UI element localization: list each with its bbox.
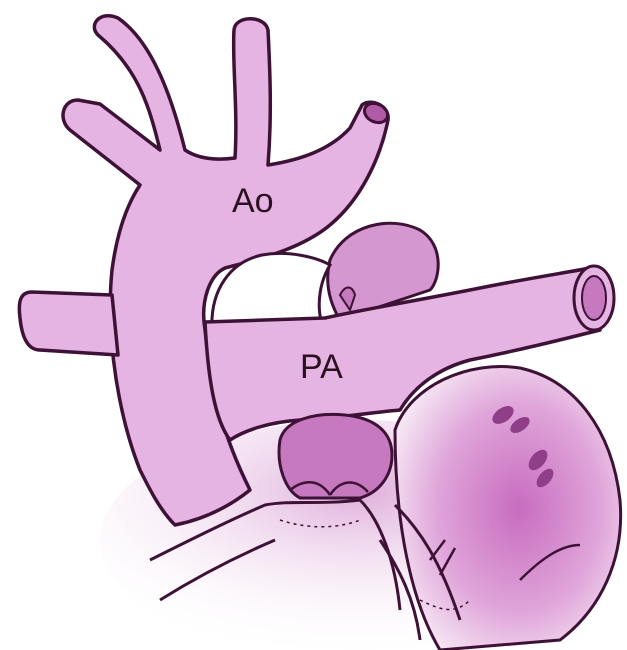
pulmonary-artery-label: PA	[300, 348, 343, 386]
right-pulmonary-artery	[19, 292, 118, 355]
pulmonary-lumen-inner	[582, 276, 606, 320]
aorta-label: Ao	[232, 182, 274, 220]
